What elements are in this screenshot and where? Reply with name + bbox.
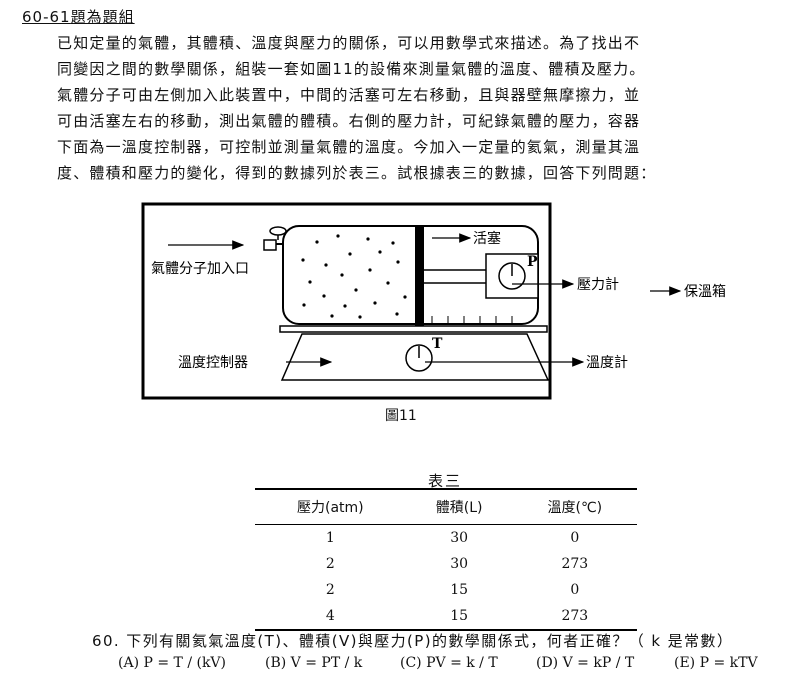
- passage: 已知定量的氣體，其體積、溫度與壓力的關係，可以用數學式來描述。為了找出不 同變因…: [57, 30, 727, 186]
- label-thermostat-box: 保溫箱: [684, 284, 726, 300]
- table-row: 1 30 0: [255, 525, 637, 552]
- passage-line: 度、體積和壓力的變化，得到的數據列於表三。試根據表三的數據，回答下列問題：: [57, 164, 657, 182]
- label-temp-controller: 溫度控制器: [178, 355, 248, 371]
- cell: 273: [561, 556, 589, 572]
- cell: 15: [450, 582, 469, 598]
- thermostat-box: [141, 202, 552, 400]
- passage-line: 氣體分子可由左側加入此裝置中，中間的活塞可左右移動，且與器壁無摩擦力，並: [57, 86, 641, 104]
- cell: 0: [570, 530, 580, 546]
- table-title: 表三: [428, 472, 463, 490]
- cell: 2: [325, 582, 335, 598]
- label-pressure-gauge: 壓力計: [577, 277, 619, 293]
- passage-line: 可由活塞左右的移動，測出氣體的體積。右側的壓力計，可紀錄氣體的壓力，容器: [57, 112, 641, 130]
- header-prefix: 60-61: [22, 8, 71, 26]
- cell: 15: [405, 603, 513, 631]
- base-plate: [279, 325, 548, 333]
- cell: 30: [450, 556, 469, 572]
- table-row: 2 30 273: [255, 551, 637, 577]
- inlet-valve: [263, 239, 277, 251]
- figure-caption: 圖11: [385, 408, 417, 424]
- table-row: 4 15 273: [255, 603, 637, 631]
- cell: 2: [325, 556, 335, 572]
- option-e[interactable]: (E) P = kTV: [674, 655, 758, 671]
- piston: [415, 225, 424, 326]
- col-header-volume: 體積(L): [405, 488, 513, 525]
- temperature-controller: [280, 333, 550, 381]
- table-header-row: 壓力(atm) 體積(L) 溫度(℃): [255, 488, 637, 525]
- table-row: 2 15 0: [255, 577, 637, 603]
- option-d[interactable]: (D) V = kP / T: [536, 655, 635, 671]
- cell: 273: [512, 603, 637, 631]
- label-p: P: [527, 254, 538, 270]
- passage-line: 已知定量的氣體，其體積、溫度與壓力的關係，可以用數學式來描述。為了找出不: [57, 34, 641, 52]
- option-c[interactable]: (C) PV = k / T: [400, 655, 498, 671]
- cell: 30: [450, 530, 469, 546]
- label-t: T: [432, 336, 443, 352]
- option-a[interactable]: (A) P = T / (kV): [118, 655, 227, 671]
- cell: 0: [570, 582, 580, 598]
- col-header-temperature: 溫度(℃): [512, 488, 637, 525]
- gas-molecules: [301, 234, 407, 319]
- col-header-pressure: 壓力(atm): [255, 488, 406, 525]
- data-table: 壓力(atm) 體積(L) 溫度(℃) 1 30 0 2 30 273 2 15…: [255, 488, 637, 631]
- option-b[interactable]: (B) V = PT / k: [265, 655, 363, 671]
- cell: 4: [255, 603, 406, 631]
- header-label: 題為題組: [70, 8, 135, 26]
- label-gas-inlet: 氣體分子加入口: [151, 261, 249, 277]
- question-text: 60. 下列有關氦氣溫度(T)、體積(V)與壓力(P)的數學關係式，何者正確？（…: [92, 632, 734, 650]
- label-piston: 活塞: [473, 230, 501, 247]
- passage-line: 同變因之間的數學關係，組裝一套如圖11的設備來測量氣體的溫度、體積及壓力。: [57, 60, 646, 78]
- passage-line: 下面為一溫度控制器，可控制並測量氣體的溫度。今加入一定量的氦氣，測量其溫: [57, 138, 641, 156]
- label-thermometer: 溫度計: [586, 355, 628, 371]
- question-group-header: 60-61題為題組: [22, 6, 135, 27]
- cell: 1: [325, 530, 335, 546]
